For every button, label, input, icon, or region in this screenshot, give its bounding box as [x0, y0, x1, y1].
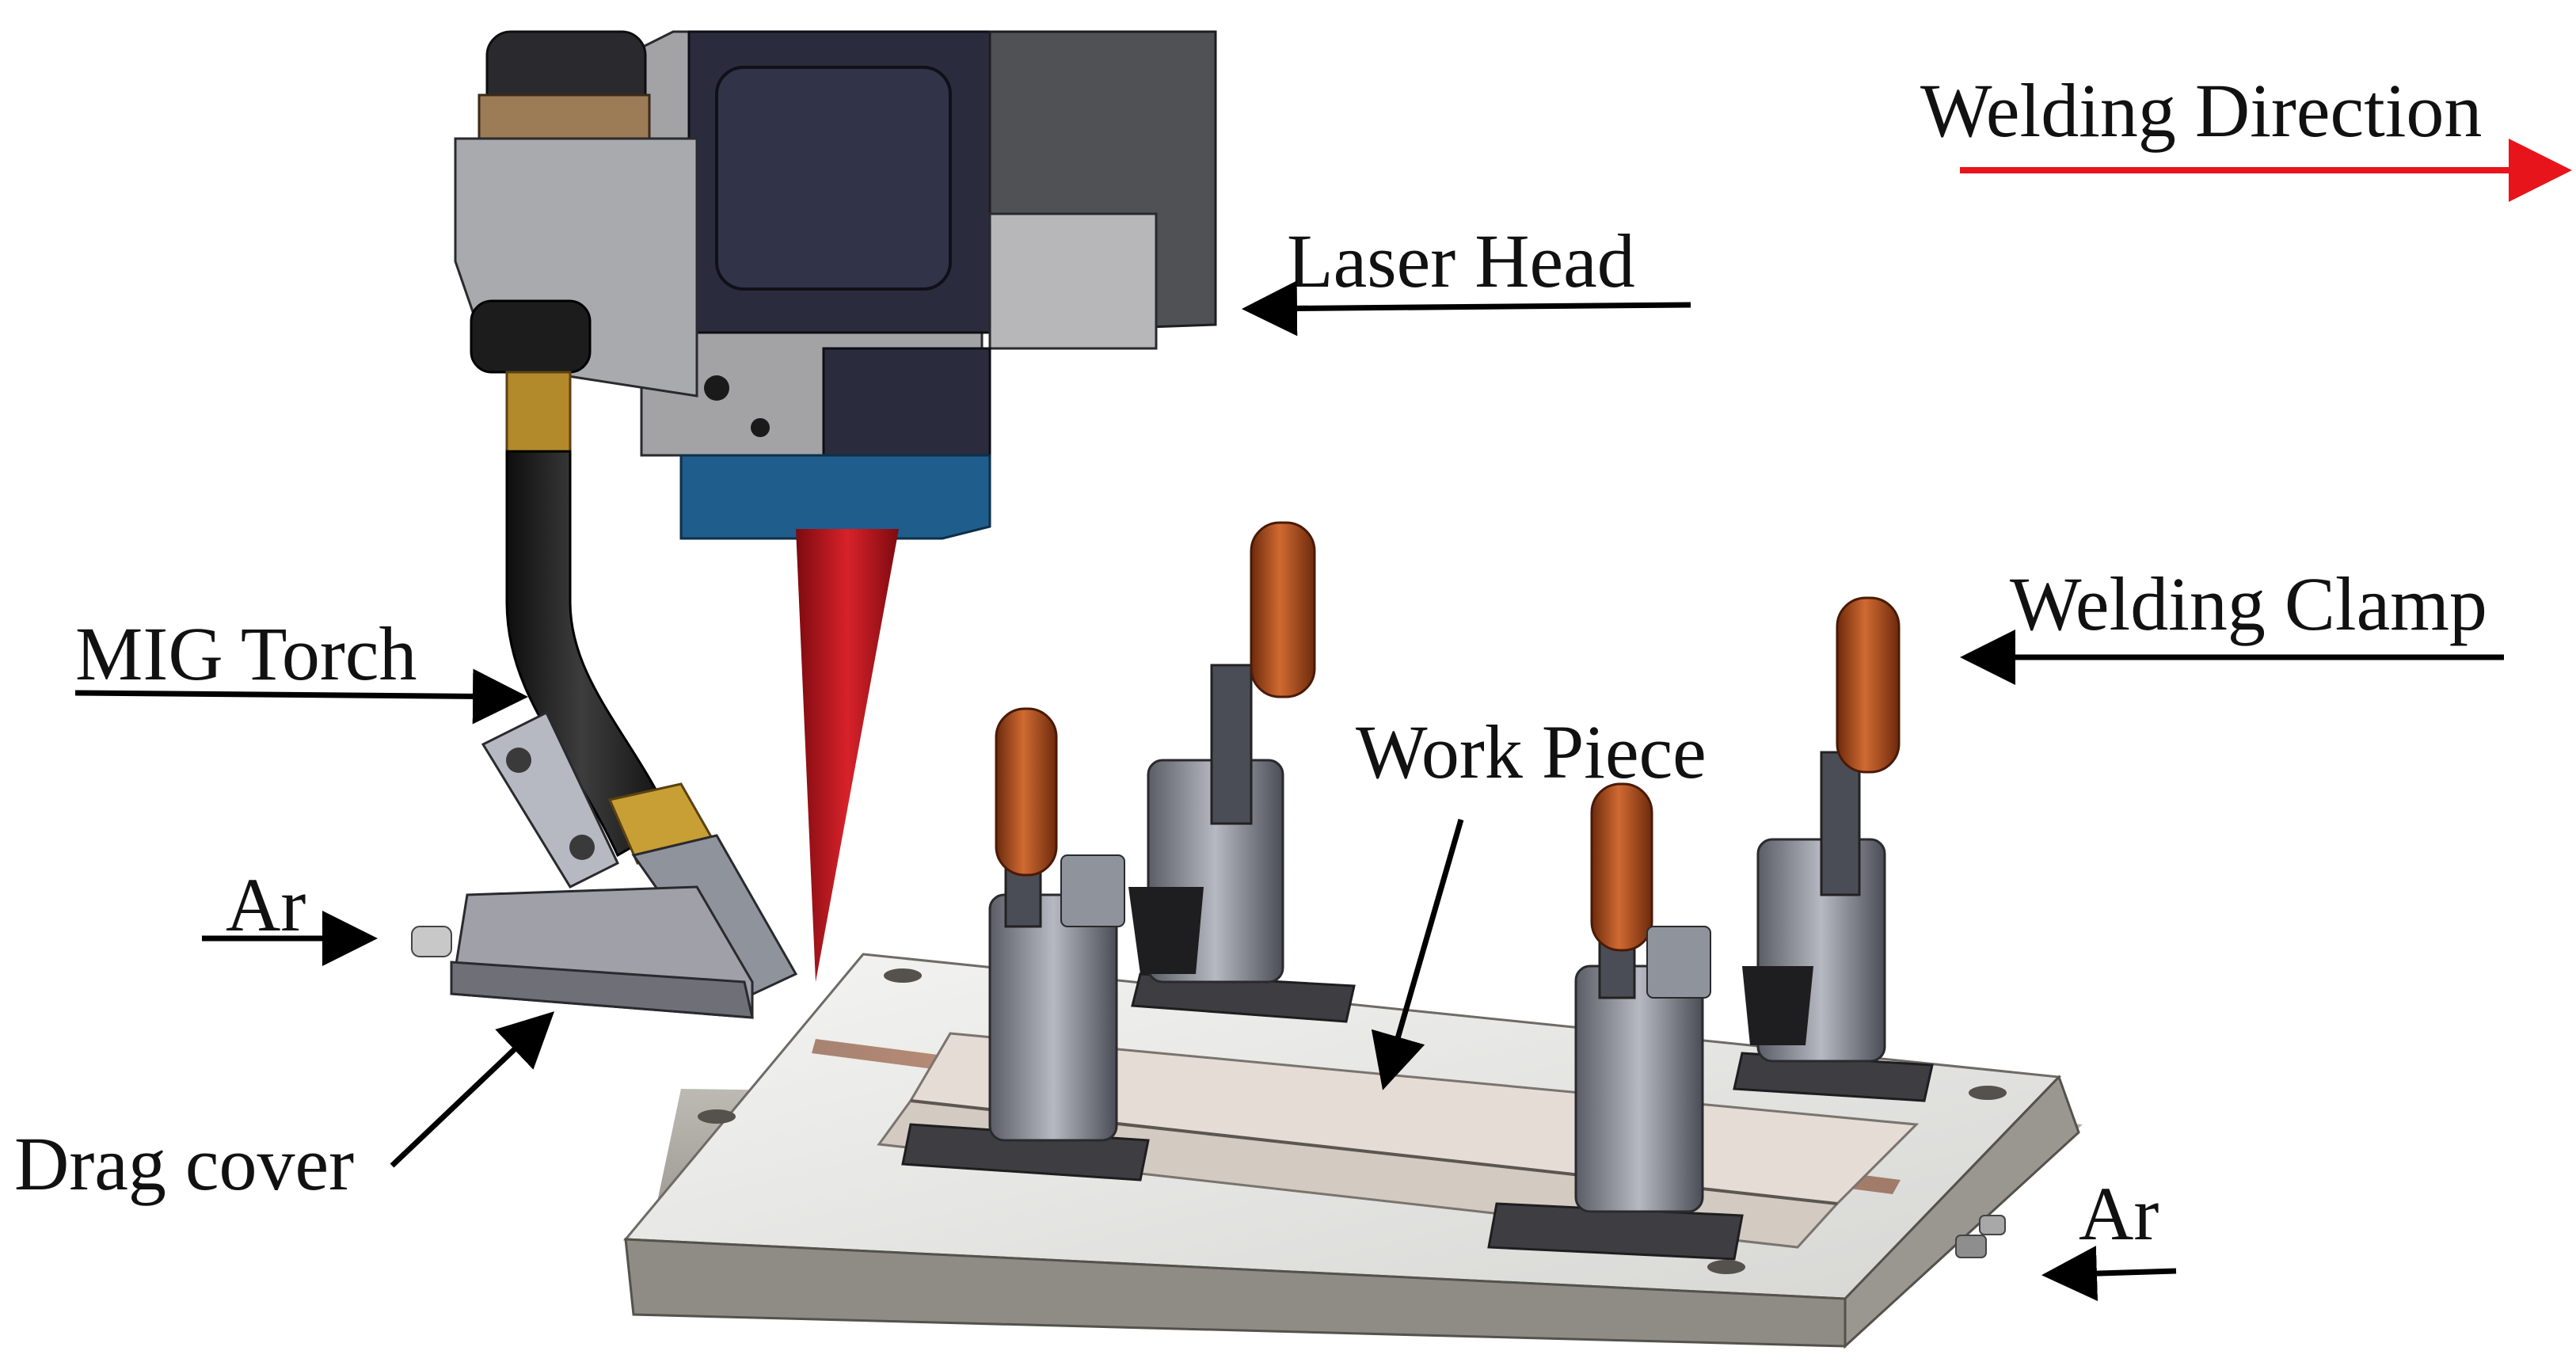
- welding-direction-annotation: Welding Direction: [1920, 68, 2572, 202]
- toggle-clamp-front-right: [1487, 782, 1744, 1261]
- laser-head: [640, 30, 1217, 540]
- work-piece-label: Work Piece: [1356, 710, 1707, 794]
- welding-clamp-label: Welding Clamp: [2010, 561, 2487, 646]
- mig-torch: [454, 30, 798, 1003]
- laser-head-annotation: Laser Head: [1242, 219, 1691, 337]
- toggle-clamp-back-left: [1128, 521, 1356, 1023]
- work-piece-annotation: Work Piece: [1356, 710, 1707, 1090]
- toggle-clamp-back-right: [1733, 596, 1934, 1102]
- ar-right-label: Ar: [2079, 1171, 2159, 1256]
- laser-beam: [796, 529, 899, 982]
- laser-head-label: Laser Head: [1287, 219, 1635, 303]
- drag-cover: [411, 885, 754, 1019]
- welding-clamp-annotation: Welding Clamp: [1960, 561, 2504, 685]
- drag-cover-arrow: [390, 1011, 555, 1168]
- drag-cover-label: Drag cover: [14, 1121, 354, 1206]
- mig-torch-label: MIG Torch: [75, 611, 417, 696]
- toggle-clamp-front-left: [901, 707, 1150, 1181]
- welding-direction-label: Welding Direction: [1920, 68, 2482, 153]
- work-piece-arrow: [1371, 819, 1464, 1090]
- mig-torch-arrow: [74, 668, 528, 725]
- mig-torch-annotation: MIG Torch: [74, 611, 528, 725]
- ar-left-annotation: Ar: [202, 862, 378, 966]
- drag-cover-annotation: Drag cover: [14, 1011, 555, 1206]
- laser-head-arrow: [1242, 280, 1691, 337]
- ar-right-annotation: Ar: [2041, 1171, 2177, 1302]
- ar-left-label: Ar: [226, 862, 306, 947]
- ar-right-arrow: [2041, 1246, 2177, 1302]
